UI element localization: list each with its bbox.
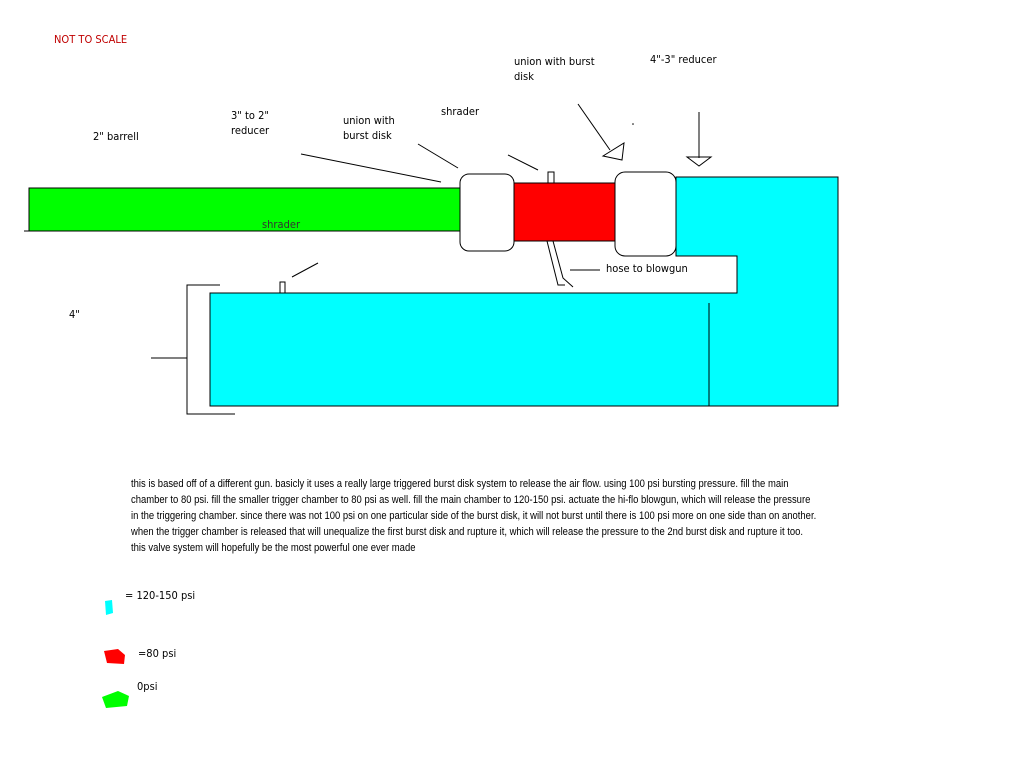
label-reducer-4-3: 4"-3" reducer: [650, 53, 717, 66]
label-hose: hose to blowgun: [606, 262, 688, 275]
shrader-valve-top: [547, 171, 555, 184]
arrow-head-icon: [685, 156, 713, 167]
label-union-1: union with burst disk: [343, 114, 395, 142]
label-shrader-top: shrader: [441, 105, 480, 118]
hose: [546, 240, 565, 286]
legend-label-red: =80 psi: [138, 647, 177, 660]
barrel: [28, 187, 462, 232]
union-burst-disk-2: [614, 171, 677, 257]
description-text: this is based off of a different gun. ba…: [131, 478, 817, 554]
label-reducer-3-2: 3" to 2" reducer: [231, 109, 270, 137]
legend-swatch-cyan: [105, 600, 113, 615]
legend-label-green: 0psi: [137, 680, 158, 693]
label-diameter: 4": [69, 308, 80, 321]
label-shrader-lower: shrader: [262, 218, 301, 231]
legend-label-cyan: = 120-150 psi: [125, 589, 196, 602]
legend-swatch-green: [102, 691, 129, 708]
shrader-valve-lower: [279, 281, 286, 294]
label-union-2: union with burst disk: [514, 55, 595, 83]
main-chamber: [209, 176, 839, 407]
label-barrel: 2" barrell: [93, 130, 139, 143]
inner-line: [708, 303, 740, 407]
arrow-head-icon: [601, 142, 625, 161]
not-to-scale-note: NOT TO SCALE: [54, 33, 128, 46]
legend-swatch-red: [104, 649, 125, 664]
union-burst-disk-1: [459, 173, 515, 252]
trigger-chamber: [513, 182, 617, 242]
scale-bracket: [186, 284, 235, 415]
